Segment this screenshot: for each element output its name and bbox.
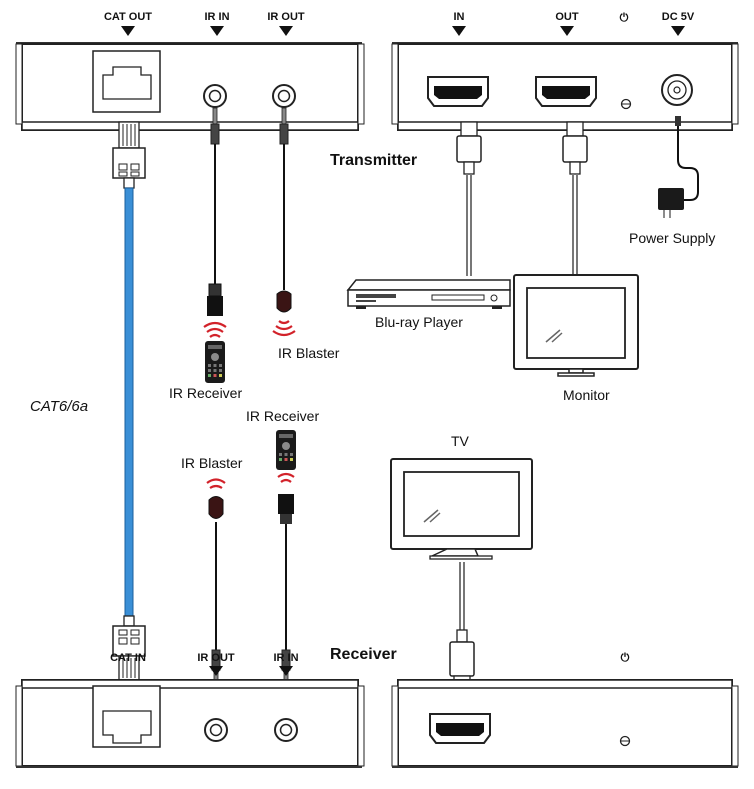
tv-icon <box>390 458 533 560</box>
monitor-icon <box>513 274 639 377</box>
down-arrow-icon <box>671 26 685 36</box>
ir-receiver-bottom-label: IR Receiver <box>246 408 319 424</box>
down-arrow-icon <box>210 26 224 36</box>
cat-cable <box>112 121 146 681</box>
cat-out-label: CAT OUT <box>104 11 152 23</box>
remote-control-icon <box>276 430 296 470</box>
transmitter-label: Transmitter <box>330 152 417 169</box>
ir-out-label: IR OUT <box>267 11 305 23</box>
ir-signal-icon <box>277 472 295 483</box>
hdmi-out-label: OUT <box>555 11 579 23</box>
cat-in-port <box>92 685 161 748</box>
tv-label: TV <box>451 433 470 449</box>
cat-out-port <box>92 50 161 113</box>
ir-blaster-top-label: IR Blaster <box>278 345 340 361</box>
cable-type-label: CAT6/6a <box>30 398 88 415</box>
hdmi-cable-tv <box>449 562 475 691</box>
down-arrow-icon <box>279 26 293 36</box>
power-icon: ⏻ <box>620 11 629 24</box>
bluray-player-icon <box>346 279 511 309</box>
ir-receiver-top-label: IR Receiver <box>169 385 242 401</box>
down-arrow-icon <box>209 666 223 676</box>
hdmi-cable-in <box>456 121 482 276</box>
ir-blaster-top-cable <box>276 107 292 313</box>
ir-blaster-bottom-label: IR Blaster <box>181 455 243 471</box>
transmitter-left-unit <box>15 42 365 131</box>
remote-control-icon <box>205 341 225 383</box>
rx-ir-out-label: IR OUT <box>197 652 235 664</box>
ir-in-label: IR IN <box>204 11 229 23</box>
ir-signal-icon <box>206 478 226 489</box>
ir-signal-icon <box>272 320 296 337</box>
monitor-label: Monitor <box>563 387 610 403</box>
ir-receiver-top-cable <box>207 107 223 316</box>
hdmi-in-label: IN <box>454 11 465 23</box>
down-arrow-icon <box>121 26 135 36</box>
rx-ir-in-label: IR IN <box>273 652 298 664</box>
cat-in-label: CAT IN <box>110 652 146 664</box>
receiver-label: Receiver <box>330 646 397 663</box>
receiver-left-unit <box>15 679 365 768</box>
transmitter-right-unit <box>391 42 739 131</box>
down-arrow-icon <box>560 26 574 36</box>
bluray-label: Blu-ray Player <box>375 314 463 330</box>
power-supply-icon <box>658 116 699 218</box>
power-icon: ⏻ <box>621 651 630 664</box>
down-arrow-icon <box>279 666 293 676</box>
power-supply-label: Power Supply <box>629 230 715 246</box>
ir-signal-icon <box>203 321 227 338</box>
dc-5v-label: DC 5V <box>662 11 695 23</box>
down-arrow-icon <box>452 26 466 36</box>
receiver-right-unit <box>391 679 739 768</box>
hdmi-cable-out <box>562 121 588 276</box>
